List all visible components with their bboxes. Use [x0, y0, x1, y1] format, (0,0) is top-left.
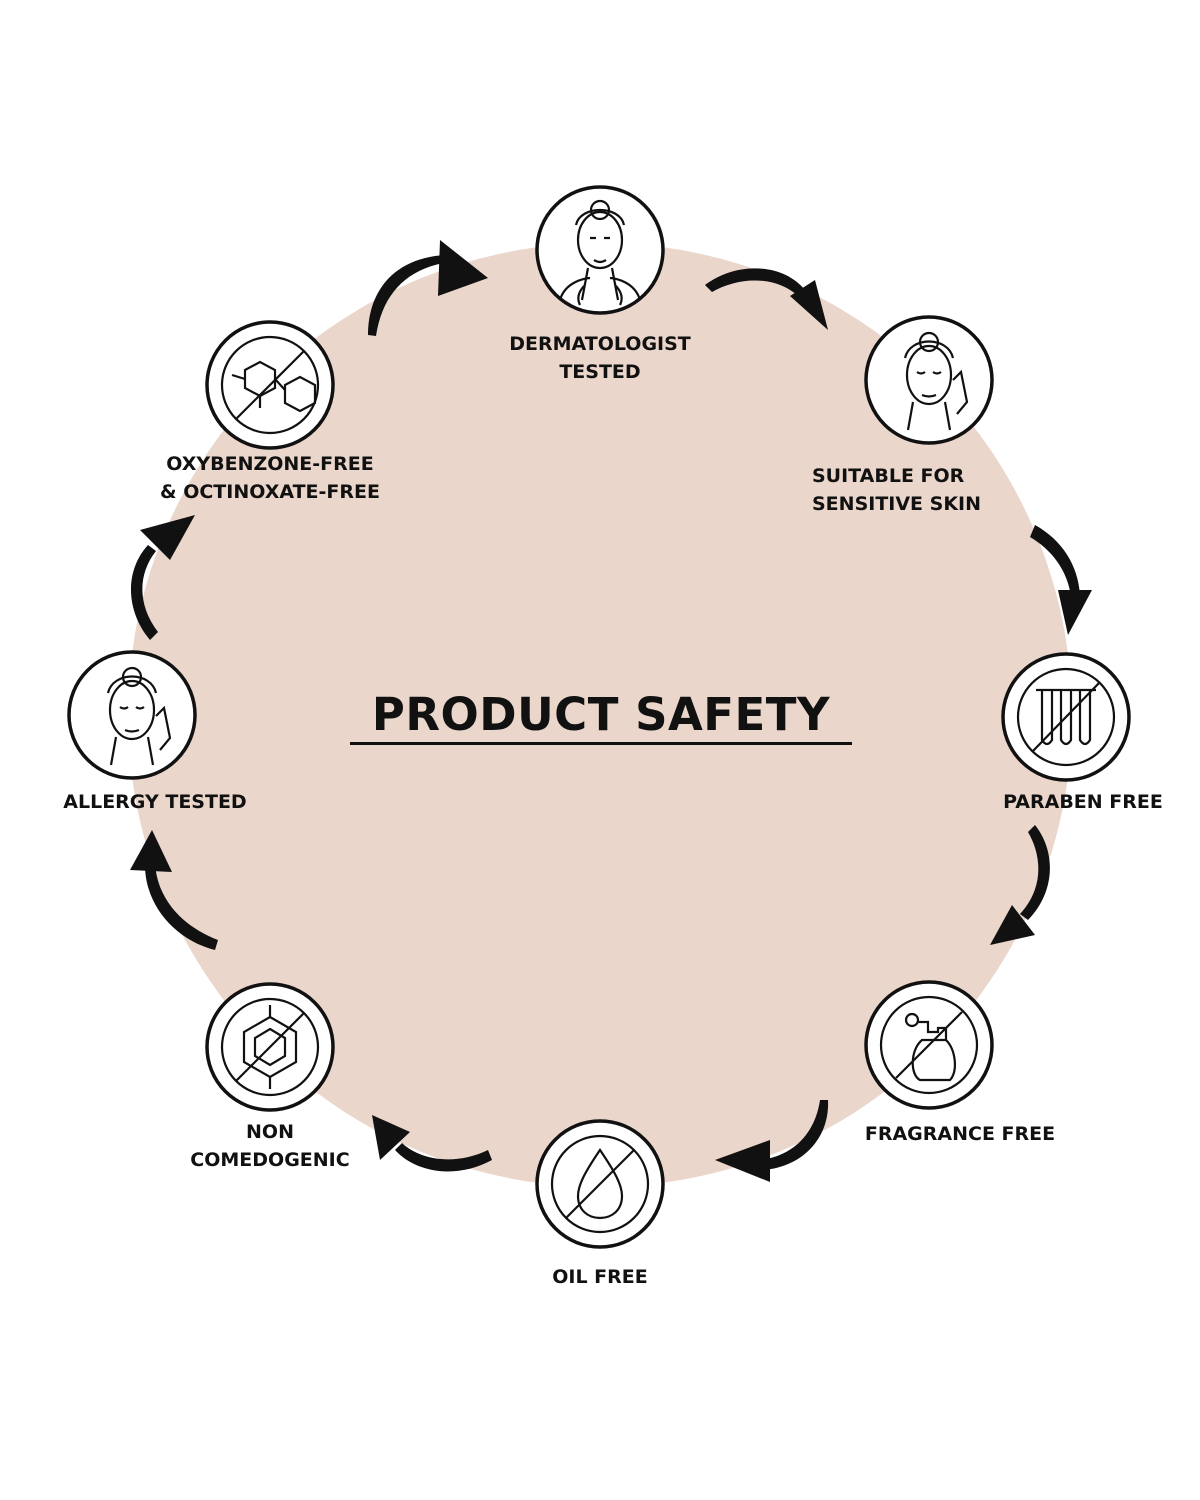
label-non-comedogenic: NON COMEDOGENIC: [160, 1118, 380, 1174]
label-line: TESTED: [559, 361, 641, 383]
no-chemical-structure-icon: [205, 320, 335, 450]
background-disc: [128, 243, 1072, 1187]
label-line: ALLERGY TESTED: [63, 791, 247, 813]
arrow-allergy-to-oxybenzone: [130, 515, 195, 640]
diagram-title: PRODUCT SAFETY: [350, 688, 852, 745]
label-dermatologist-tested: DERMATOLOGIST TESTED: [450, 330, 750, 386]
label-paraben-free: PARABEN FREE: [983, 788, 1183, 816]
label-line: DERMATOLOGIST: [509, 333, 691, 355]
arrow-noncomedogenic-to-allergy: [130, 830, 218, 950]
label-line: SUITABLE FOR: [812, 465, 965, 487]
arrow-fragrance-to-oil: [715, 1100, 829, 1182]
arrow-oil-to-noncomedogenic: [372, 1115, 492, 1172]
no-test-tubes-icon: [1001, 652, 1131, 782]
label-suitable-for-sensitive-skin: SUITABLE FOR SENSITIVE SKIN: [812, 462, 1072, 518]
label-oxybenzone-octinoxate-free: OXYBENZONE-FREE & OCTINOXATE-FREE: [120, 450, 420, 506]
arrow-sensitive-to-paraben: [1030, 525, 1092, 635]
label-fragrance-free: FRAGRANCE FREE: [840, 1120, 1080, 1148]
label-line: & OCTINOXATE-FREE: [160, 481, 380, 503]
no-perfume-bottle-icon: [864, 980, 994, 1110]
label-line: COMEDOGENIC: [190, 1149, 350, 1171]
label-allergy-tested: ALLERGY TESTED: [30, 788, 280, 816]
label-line: FRAGRANCE FREE: [864, 1123, 1056, 1145]
no-oil-drop-icon: [535, 1119, 665, 1249]
arrow-paraben-to-fragrance: [990, 825, 1050, 945]
label-oil-free: OIL FREE: [500, 1263, 700, 1291]
label-line: NON: [246, 1121, 294, 1143]
label-line: PARABEN FREE: [1003, 791, 1163, 813]
label-line: SENSITIVE SKIN: [812, 493, 982, 515]
icon-badges: [67, 185, 1131, 1249]
dermatologist-icon: [535, 185, 665, 315]
sensitive-skin-face-icon: [864, 315, 994, 445]
arrow-oxybenzone-to-dermatologist: [368, 240, 488, 336]
no-molecule-icon: [205, 982, 335, 1112]
label-line: OXYBENZONE-FREE: [166, 453, 374, 475]
arrow-dermatologist-to-sensitive: [705, 268, 828, 330]
cycle-arrows: [130, 240, 1092, 1182]
label-line: OIL FREE: [552, 1266, 648, 1288]
allergy-face-icon: [67, 650, 197, 780]
